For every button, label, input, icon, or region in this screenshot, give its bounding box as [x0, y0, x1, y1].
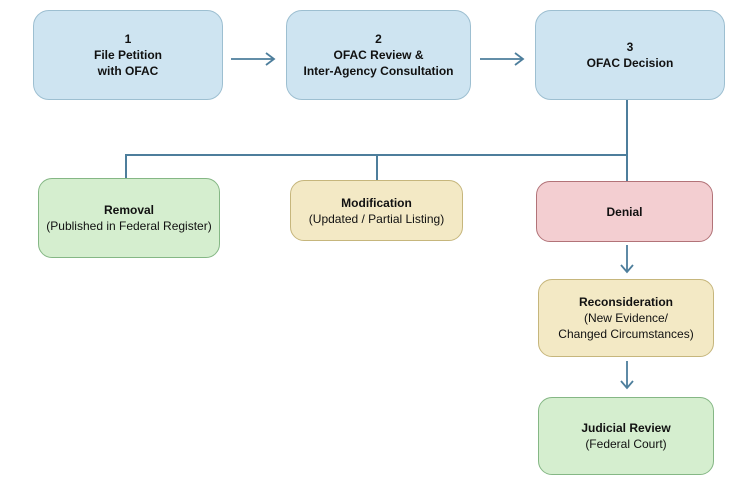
- step-title-line-1: OFAC Decision: [586, 56, 674, 70]
- step-number: 3: [626, 40, 634, 54]
- outcome-denial: Denial: [536, 181, 713, 242]
- outcome-modification: Modification (Updated / Partial Listing): [290, 180, 463, 241]
- step-1-file-petition: 1 File Petition with OFAC: [33, 10, 223, 100]
- outcome-title: Reconsideration: [578, 295, 674, 309]
- outcome-reconsideration: Reconsideration (New Evidence/ Changed C…: [538, 279, 714, 357]
- step-title-line-2: with OFAC: [97, 64, 159, 78]
- step-title-line-1: File Petition: [93, 48, 162, 62]
- step-title-line-2: Inter-Agency Consultation: [303, 64, 454, 78]
- outcome-subtitle-line-2: Changed Circumstances): [558, 327, 694, 341]
- outcome-subtitle: (Published in Federal Register): [46, 219, 212, 233]
- outcome-removal: Removal (Published in Federal Register): [38, 178, 220, 258]
- step-number: 1: [124, 32, 132, 46]
- connector-vertical-from-decision: [626, 100, 628, 156]
- step-title-line-1: OFAC Review &: [333, 48, 424, 62]
- arrow-down-icon: [619, 361, 635, 393]
- arrow-right-icon: [229, 51, 279, 67]
- outcome-judicial-review: Judicial Review (Federal Court): [538, 397, 714, 475]
- arrow-right-icon: [478, 51, 528, 67]
- step-number: 2: [375, 32, 382, 46]
- arrow-down-icon: [619, 245, 635, 277]
- outcome-subtitle: (Federal Court): [585, 437, 667, 451]
- connector-drop-removal: [125, 154, 127, 178]
- outcome-title: Modification: [341, 195, 412, 210]
- connector-drop-denial: [626, 154, 628, 181]
- outcome-title: Judicial Review: [581, 421, 671, 435]
- step-3-ofac-decision: 3 OFAC Decision: [535, 10, 725, 100]
- outcome-title: Removal: [103, 203, 155, 217]
- outcome-subtitle-line-1: (New Evidence/: [583, 311, 669, 325]
- outcome-title: Denial: [606, 204, 643, 219]
- step-2-ofac-review: 2 OFAC Review & Inter-Agency Consultatio…: [286, 10, 471, 100]
- connector-drop-modification: [376, 154, 378, 180]
- outcome-subtitle: (Updated / Partial Listing): [308, 211, 445, 226]
